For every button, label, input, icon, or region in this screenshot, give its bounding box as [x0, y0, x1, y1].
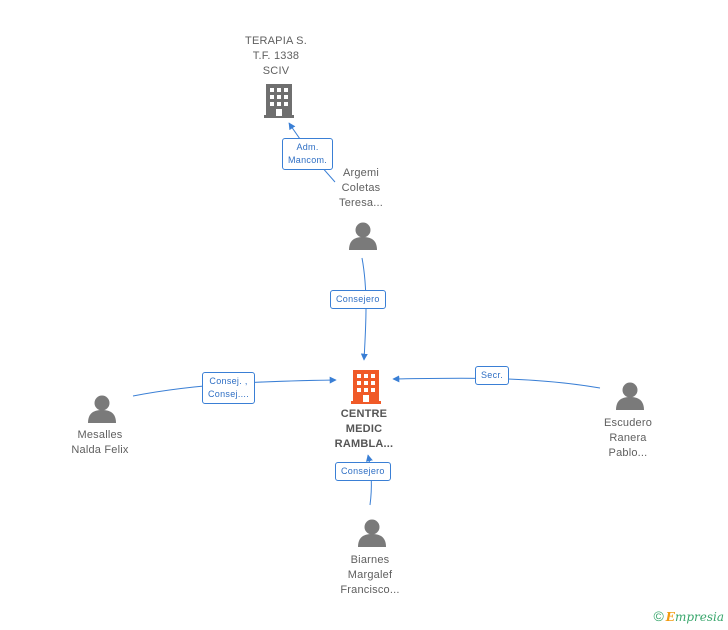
terapia-label-line-1: TERAPIA S. — [245, 35, 307, 47]
escudero-person-icon — [616, 382, 644, 410]
edge-label-consej-left[interactable]: Consej. , Consej.... — [202, 372, 256, 404]
edge-label-consejero-bottom[interactable]: Consejero — [335, 462, 391, 481]
argemi-label-line-2: Coletas — [341, 182, 381, 194]
mesalles-label-line-1: Mesalles — [77, 429, 123, 441]
biarnes-label-line-3: Francisco... — [340, 584, 400, 596]
brand-name-rest: mpresia — [674, 610, 724, 624]
biarnes-label[interactable]: Biarnes Margalef Francisco... — [340, 553, 399, 598]
brand-e: E — [665, 610, 675, 624]
escudero-label-line-1: Escudero — [603, 417, 653, 429]
edge-label-consejero-top[interactable]: Consejero — [330, 290, 386, 309]
center-company-label[interactable]: CENTRE MEDIC RAMBLA... — [335, 407, 394, 452]
empresia-logo[interactable]: ©Empresia — [653, 608, 724, 624]
escudero-label-line-3: Pablo... — [608, 447, 648, 459]
escudero-label[interactable]: Escudero Ranera Pablo... — [604, 416, 652, 461]
edge-label-consej-left-line-1: Consej. , — [209, 376, 248, 386]
terapia-label-line-3: SCIV — [262, 65, 290, 77]
edge-label-secr-text: Secr. — [481, 370, 504, 380]
edge-argemi-to-center — [360, 257, 368, 361]
escudero-label-line-2: Ranera — [609, 432, 647, 444]
center-label-line-2: MEDIC — [345, 423, 383, 435]
copyright-symbol: © — [653, 608, 664, 624]
center-label-line-1: CENTRE — [340, 408, 388, 420]
edge-label-adm-line-2: Mancom. — [288, 155, 328, 165]
mesalles-person-icon — [88, 395, 116, 423]
argemi-label[interactable]: Argemi Coletas Teresa... — [339, 166, 383, 211]
edge-label-adm-mancom[interactable]: Adm. Mancom. — [282, 138, 334, 170]
biarnes-person-icon — [358, 519, 386, 547]
mesalles-label[interactable]: Mesalles Nalda Felix — [71, 428, 128, 458]
edge-label-consejero-top-text: Consejero — [336, 294, 380, 304]
edge-label-secr[interactable]: Secr. — [475, 366, 510, 385]
edge-label-consej-left-line-2: Consej.... — [208, 389, 250, 399]
argemi-label-line-3: Teresa... — [339, 197, 383, 209]
terapia-label-line-2: T.F. 1338 — [252, 50, 300, 62]
mesalles-label-line-2: Nalda Felix — [71, 444, 129, 456]
biarnes-label-line-2: Margalef — [347, 569, 393, 581]
edge-label-adm-line-1: Adm. — [296, 142, 319, 152]
center-label-line-3: RAMBLA... — [334, 438, 394, 450]
argemi-person-icon — [349, 222, 377, 250]
argemi-label-line-1: Argemi — [342, 167, 380, 179]
center-building-icon — [351, 370, 381, 404]
edge-label-consejero-bottom-text: Consejero — [341, 466, 385, 476]
terapia-building-icon — [264, 84, 294, 118]
biarnes-label-line-1: Biarnes — [350, 554, 390, 566]
terapia-label[interactable]: TERAPIA S. T.F. 1338 SCIV — [245, 34, 307, 79]
